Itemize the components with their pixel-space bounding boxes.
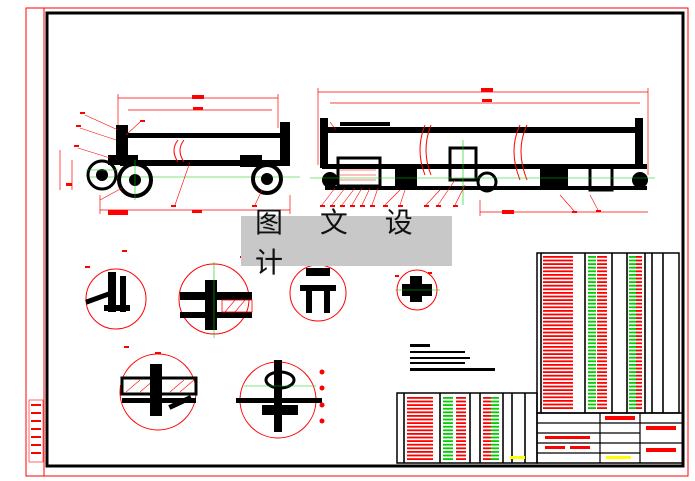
left-strip-table xyxy=(28,399,44,463)
outer-frame xyxy=(25,7,689,477)
wheel-icon xyxy=(251,163,283,195)
title-block xyxy=(510,412,684,464)
wheel-icon xyxy=(117,160,153,200)
circle-detail-icon xyxy=(119,346,198,431)
left-side-view xyxy=(59,94,300,215)
wheel-icon xyxy=(86,159,118,191)
technical-notes xyxy=(410,344,495,371)
watermark: 图 文 设 计 xyxy=(241,206,452,279)
circle-detail-icon xyxy=(395,269,440,311)
circle-detail-icon xyxy=(85,250,147,330)
circle-detail-icon xyxy=(178,256,253,338)
circle-detail-icon xyxy=(236,360,325,439)
parts-list-lower xyxy=(396,392,538,464)
inner-border xyxy=(45,11,685,468)
parts-list xyxy=(536,252,680,414)
right-side-view xyxy=(310,88,655,216)
